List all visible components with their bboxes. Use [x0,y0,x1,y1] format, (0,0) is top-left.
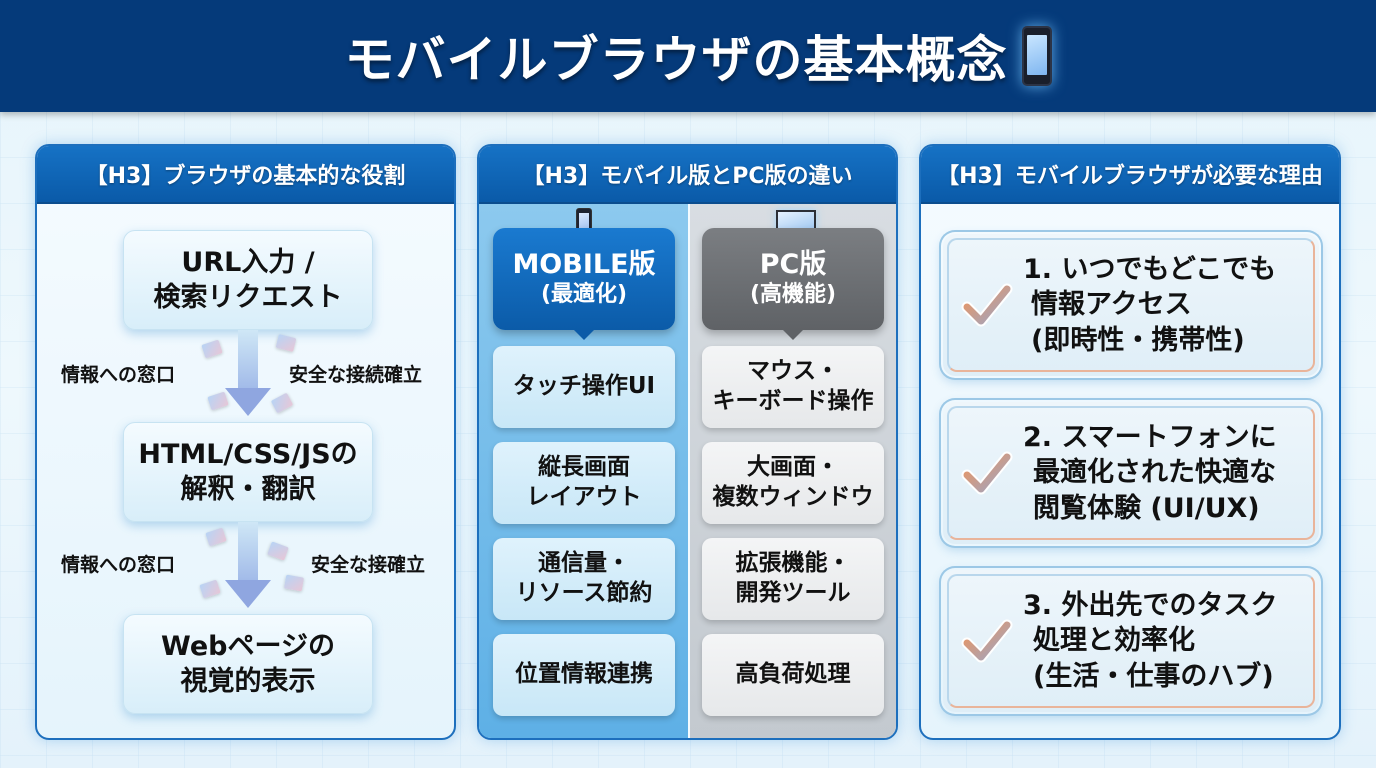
panel-reasons: 【H3】モバイルブラウザが必要な理由 1. いつでもどこでも 情報アクセス (即… [919,144,1341,740]
document-icon [205,527,227,547]
mobile-subtitle: (最適化) [540,281,628,307]
document-icon [201,339,223,359]
checkmark-icon [961,451,1013,495]
title-bar: モバイルブラウザの基本概念 [0,0,1376,112]
pc-column-header: PC版 (高機能) [702,228,884,340]
mobile-column-header: MOBILE版 (最適化) [493,228,675,340]
checkmark-icon [961,619,1013,663]
flow-step-parse: HTML/CSS/JSの 解釈・翻訳 [123,422,373,522]
mobile-feature: 縦長画面 レイアウト [493,442,675,524]
mobile-title: MOBILE版 [512,248,656,280]
panel-heading: 【H3】モバイルブラウザが必要な理由 [921,146,1339,204]
panel-mobile-vs-pc: 【H3】モバイル版とPC版の違い MOBILE版 (最適化) タッチ操作UI 縦… [477,144,898,740]
reason-line: 1. いつでもどこでも [1023,254,1277,286]
mobile-feature: タッチ操作UI [493,346,675,428]
page-title: モバイルブラウザの基本概念 [344,31,1008,89]
column-divider [688,204,690,738]
panel-heading: 【H3】モバイル版とPC版の違い [479,146,896,204]
pc-column: PC版 (高機能) マウス・ キーボード操作 大画面・ 複数ウィンドウ 拡張機能… [690,204,896,738]
connector-label-right: 安全な接確立 [311,554,426,576]
reason-line: 閲覧体験 (UI/UX) [1033,492,1260,524]
pc-feature: マウス・ キーボード操作 [702,346,884,428]
document-icon [199,579,221,599]
reason-line: 情報アクセス [1031,289,1192,321]
reason-card: 3. 外出先でのタスク 処理と効率化 (生活・仕事のハブ) [941,568,1321,714]
pc-feature: 拡張機能・ 開発ツール [702,538,884,620]
reason-text: 2. スマートフォンに 最適化された快適な 閲覧体験 (UI/UX) [1023,402,1305,544]
pc-feature: 大画面・ 複数ウィンドウ [702,442,884,524]
envelope-icon [270,392,294,414]
flow-arrow-down-icon [225,330,271,416]
pc-feature: 高負荷処理 [702,634,884,716]
panel-browser-roles: 【H3】ブラウザの基本的な役割 URL入力 / 検索リクエスト 情報への窓口 安… [35,144,456,740]
reason-text: 3. 外出先でのタスク 処理と効率化 (生活・仕事のハブ) [1023,570,1305,712]
pc-title: PC版 [759,248,827,280]
reason-line: 処理と効率化 [1033,625,1195,657]
smartphone-icon [1021,26,1052,86]
connector-label-left: 情報への窓口 [61,554,176,576]
flow-step-url-input: URL入力 / 検索リクエスト [123,230,373,330]
mobile-feature: 通信量・ リソース節約 [493,538,675,620]
mobile-column: MOBILE版 (最適化) タッチ操作UI 縦長画面 レイアウト 通信量・ リソ… [479,204,688,738]
reason-line: 最適化された快適な [1033,457,1276,489]
reason-card: 1. いつでもどこでも 情報アクセス (即時性・携帯性) [941,232,1321,378]
reason-card: 2. スマートフォンに 最適化された快適な 閲覧体験 (UI/UX) [941,400,1321,546]
flow-arrow-down-icon [225,522,271,608]
mobile-feature: 位置情報連携 [493,634,675,716]
reason-line: 2. スマートフォンに [1023,422,1277,454]
reason-text: 1. いつでもどこでも 情報アクセス (即時性・携帯性) [1023,234,1305,376]
reason-line: (即時性・携帯性) [1031,324,1245,356]
checkmark-icon [961,283,1013,327]
flow-step-render: Webページの 視覚的表示 [123,614,373,714]
pc-subtitle: (高機能) [749,281,837,307]
reason-line: (生活・仕事のハブ) [1033,660,1274,692]
panel-heading: 【H3】ブラウザの基本的な役割 [37,146,454,204]
document-icon [283,574,305,592]
document-icon [275,334,297,352]
connector-label-left: 情報への窓口 [61,364,176,386]
connector-label-right: 安全な接続確立 [289,364,423,386]
reason-line: 3. 外出先でのタスク [1023,590,1278,622]
